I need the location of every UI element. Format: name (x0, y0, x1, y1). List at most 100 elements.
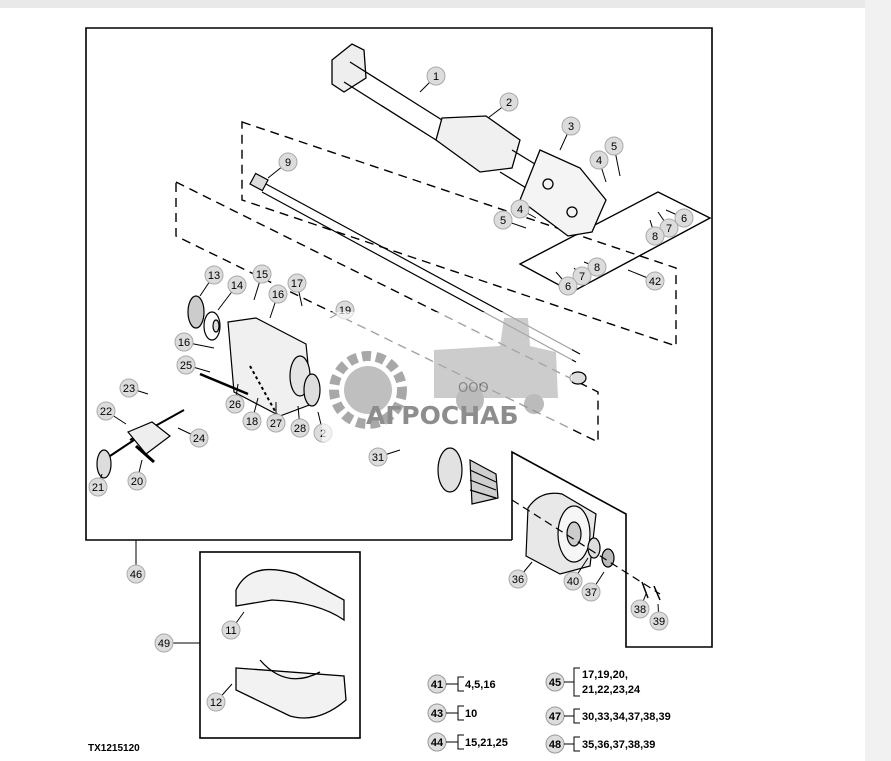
callout-bubble (268, 284, 288, 304)
legend-row-47: 47 30,33,34,37,38,39 (545, 706, 671, 726)
callout-bubble (558, 276, 578, 296)
callout-bubble (563, 571, 583, 591)
callout-bubble (510, 199, 530, 219)
callout-bubble (204, 265, 224, 285)
callout-bubble (572, 266, 592, 286)
callout-number: 37 (585, 587, 597, 599)
callout-number: 7 (666, 223, 672, 235)
legend-kit-number: 43 (431, 708, 443, 720)
top-strip (0, 0, 891, 8)
callout-number: 3 (568, 121, 574, 133)
part-callout: 28 (290, 405, 310, 438)
part-callout: 17 (287, 273, 307, 307)
part-callout: 3 (559, 116, 581, 151)
callout-number: 7 (579, 271, 585, 283)
part-callout: 8 (583, 257, 607, 277)
callout-bubble (252, 264, 272, 284)
callout-number: 36 (512, 574, 524, 586)
callout-bubble (649, 611, 669, 631)
callout-bubble (221, 620, 241, 640)
part-callout: 27 (266, 402, 286, 433)
callout-number: 28 (294, 423, 306, 435)
callout-bubble (227, 275, 247, 295)
legend-parts: 15,21,25 (465, 737, 508, 749)
part-callout: 36 (508, 561, 533, 589)
callout-bubble (119, 378, 139, 398)
part-callout: 8 (645, 219, 665, 246)
callout-bubble (278, 152, 298, 172)
callout-bubble (493, 210, 513, 230)
callout-bubble (127, 471, 147, 491)
callout-bubble (96, 401, 116, 421)
drive-assembly (96, 295, 321, 479)
part-callout: 23 (119, 378, 149, 398)
steering-column-tube (331, 43, 607, 237)
part-callout: 1 (419, 66, 446, 93)
part-callout: 6 (665, 208, 694, 228)
callout-bubble (645, 226, 665, 246)
watermark-line2: АГРОСНАБ (366, 401, 519, 430)
legend-row-44: 44 15,21,25 (427, 732, 508, 752)
callout-bubble (266, 413, 286, 433)
callout-number: 31 (372, 452, 384, 464)
callout-bubble (561, 116, 581, 136)
pulley-assembly (437, 447, 661, 601)
callout-bubble (206, 692, 226, 712)
legend-kit-number: 41 (431, 679, 443, 691)
legend-parts: 10 (465, 708, 477, 720)
callout-number: 26 (229, 399, 241, 411)
part-callout: 21 (88, 473, 108, 497)
callout-number: 27 (270, 418, 282, 430)
combine-harvester-icon (434, 318, 558, 414)
callout-number: 4 (596, 155, 602, 167)
part-callout: 6 (555, 271, 578, 296)
callout-number: 8 (652, 231, 658, 243)
legend-parts: 4,5,16 (465, 679, 496, 691)
main-frame (85, 27, 713, 648)
legend-kit-number: 45 (549, 677, 561, 689)
part-callout: 20 (127, 459, 147, 491)
part-callout: 39 (649, 603, 669, 631)
callout-bubble (242, 411, 262, 431)
callout-number: 14 (231, 280, 243, 292)
legend-parts: 21,22,23,24 (582, 684, 641, 696)
part-callout: 9 (267, 152, 298, 179)
callout-number: 20 (131, 476, 143, 488)
legend-parts: 35,36,37,38,39 (582, 739, 655, 751)
callout-bubble (604, 136, 624, 156)
part-callout: 37 (581, 571, 605, 602)
legend-row-43: 43 10 (427, 703, 477, 723)
callout-bubble (225, 394, 245, 414)
part-callout: 2 (487, 92, 519, 119)
callout-number: 6 (565, 281, 571, 293)
callout-number: 49 (158, 638, 170, 650)
part-callout: 7 (572, 266, 592, 286)
part-callout: 4 (589, 150, 609, 183)
legend-kit-number: 47 (549, 711, 561, 723)
legend-kit-number: 48 (549, 739, 561, 751)
callout-bubble (589, 150, 609, 170)
callout-number: 17 (291, 278, 303, 290)
part-callout: 38 (630, 593, 650, 619)
legend-row-45: 45 17,19,20, 21,22,23,24 (545, 667, 641, 697)
callout-bubble (290, 418, 310, 438)
callout-bubble (368, 447, 388, 467)
callout-bubble (88, 477, 108, 497)
part-callout: 26 (225, 383, 245, 414)
callout-number: 12 (210, 697, 222, 709)
kit-legend: 41 4,5,16 43 10 44 15,21,25 45 17,19,20 (427, 667, 671, 754)
callout-bubble (126, 564, 146, 584)
right-strip (865, 0, 891, 761)
callout-bubble (176, 355, 196, 375)
callout-number: 21 (92, 482, 104, 494)
inset-box (199, 551, 361, 739)
callout-bubble (154, 633, 174, 653)
callout-number: 8 (594, 262, 600, 274)
callout-number: 11 (225, 625, 236, 637)
callout-number: 16 (178, 337, 190, 349)
part-callout: 46 (126, 564, 146, 584)
callout-bubble (645, 271, 665, 291)
callout-number: 40 (567, 576, 579, 588)
